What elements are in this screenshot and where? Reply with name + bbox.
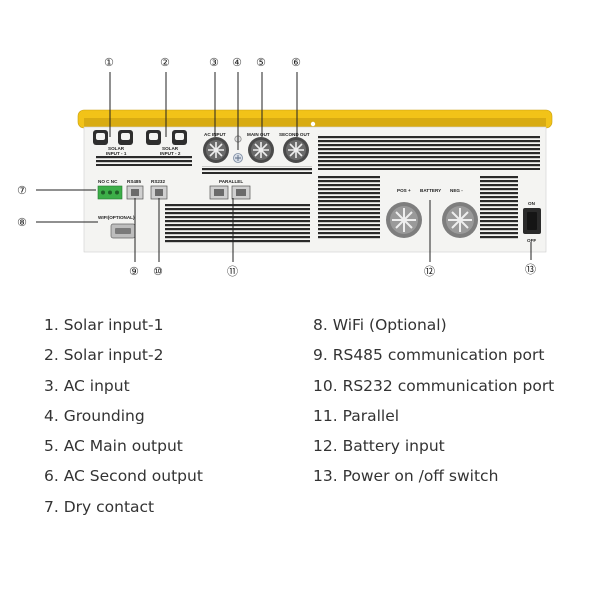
legend-right-column: 8. WiFi (Optional) 9. RS485 communicatio… <box>313 310 554 492</box>
ac-main-output-gland[interactable]: MAIN OUT <box>247 132 274 163</box>
parallel-label: PARALLEL <box>219 179 243 184</box>
ac-input-gland[interactable]: AC INPUT <box>203 132 229 163</box>
ac-second-output-gland[interactable]: SECOND OUT <box>279 132 310 163</box>
legend-item-9: 9. RS485 communication port <box>313 346 545 365</box>
grounding-terminal[interactable] <box>233 135 243 163</box>
callout-6: ⑥ <box>291 56 301 69</box>
legend-item-10: 10. RS232 communication port <box>313 376 555 395</box>
dry-contact-label: NO C NC <box>98 179 118 184</box>
callout-10: ⑩ <box>153 265 163 278</box>
battery-pos-label: POS + <box>397 188 411 193</box>
rs232-label: RS232 <box>151 179 165 184</box>
legend-item-5: 5. AC Main output <box>44 437 183 456</box>
battery-neg-label: NEG - <box>450 188 463 193</box>
legend-item-4: 4. Grounding <box>44 406 145 425</box>
ventilation-grille <box>96 136 540 244</box>
callout-4: ④ <box>232 56 242 69</box>
solar-input-2-label: SOLAR <box>162 146 179 151</box>
legend-item-3: 3. AC input <box>44 376 130 395</box>
solar-input-2-sublabel: INPUT - 2 <box>160 151 181 156</box>
callout-12: ⑫ <box>424 265 435 278</box>
legend-item-8: 8. WiFi (Optional) <box>313 316 447 334</box>
callout-8: ⑧ <box>17 216 27 229</box>
battery-input[interactable]: POS + BATTERY NEG - <box>386 188 478 238</box>
callout-1: ① <box>104 56 114 69</box>
solar-input-1-sublabel: INPUT - 1 <box>106 151 127 156</box>
callout-5: ⑤ <box>256 56 266 69</box>
rs232-port[interactable]: RS232 <box>150 179 168 200</box>
wifi-port[interactable]: WIFI(OPTIONAL) <box>98 215 136 239</box>
legend-item-13: 13. Power on /off switch <box>313 467 499 486</box>
solar-input-1-label: SOLAR <box>108 146 125 151</box>
legend-item-7: 7. Dry contact <box>44 497 155 516</box>
legend-item-2: 2. Solar input-2 <box>44 346 164 365</box>
rs485-port[interactable]: RS485 <box>126 179 144 200</box>
callout-7: ⑦ <box>17 184 27 197</box>
legend-item-1: 1. Solar input-1 <box>44 316 164 334</box>
legend-item-11: 11. Parallel <box>313 406 400 425</box>
dry-contact-terminal[interactable]: NO C NC <box>97 179 123 200</box>
callout-leader-lines <box>36 72 532 262</box>
battery-label: BATTERY <box>420 188 441 193</box>
inverter-rear-panel-diagram: SOLAR INPUT - 1 SOLAR INPUT - 2 AC INPUT… <box>17 56 553 278</box>
screw-icon <box>310 121 316 127</box>
switch-off-label: OFF <box>527 238 536 243</box>
solar-input-2-connectors[interactable]: SOLAR INPUT - 2 <box>146 130 187 156</box>
callout-numbers: ① ② ③ ④ ⑤ ⑥ ⑦ ⑧ ⑨ ⑩ ⑪ ⑫ ⑬ <box>17 56 536 278</box>
callout-3: ③ <box>209 56 219 69</box>
power-switch[interactable]: ON OFF <box>523 201 541 243</box>
main-out-label: MAIN OUT <box>247 132 270 137</box>
callout-13: ⑬ <box>525 263 536 276</box>
callout-9: ⑨ <box>129 265 139 278</box>
second-out-label: SECOND OUT <box>279 132 310 137</box>
rs485-label: RS485 <box>127 179 141 184</box>
callout-11: ⑪ <box>227 265 238 278</box>
solar-input-1-connectors[interactable]: SOLAR INPUT - 1 <box>93 130 133 156</box>
legend-left-column: 1. Solar input-1 2. Solar input-2 3. AC … <box>44 310 203 522</box>
legend-item-6: 6. AC Second output <box>44 467 203 486</box>
legend-item-12: 12. Battery input <box>313 437 445 456</box>
parallel-ports[interactable]: PARALLEL <box>209 179 251 200</box>
wifi-label: WIFI(OPTIONAL) <box>98 215 135 220</box>
callout-2: ② <box>160 56 170 69</box>
switch-on-label: ON <box>528 201 536 206</box>
